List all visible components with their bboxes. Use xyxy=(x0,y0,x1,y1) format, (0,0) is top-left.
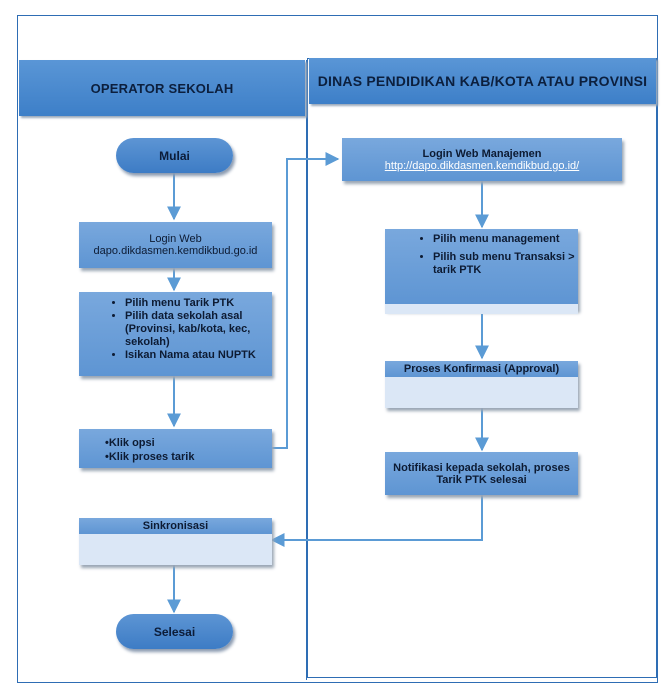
lane-title-dinas: DINAS PENDIDIKAN KAB/KOTA ATAU PROVINSI xyxy=(317,73,648,89)
sync-label: Sinkronisasi xyxy=(79,518,272,534)
notification-label: Notifikasi kepada sekolah, proses Tarik … xyxy=(393,461,570,486)
start-node: Mulai xyxy=(116,138,233,173)
arrow-click-to-manajemen xyxy=(272,152,340,449)
sync-box: Sinkronisasi xyxy=(79,518,272,565)
lane-header-dinas: DINAS PENDIDIKAN KAB/KOTA ATAU PROVINSI xyxy=(309,58,656,104)
menu-item: Pilih menu management xyxy=(433,233,578,246)
notification-box: Notifikasi kepada sekolah, proses Tarik … xyxy=(385,452,578,495)
login-web-title: Login Web xyxy=(149,233,202,245)
end-node: Selesai xyxy=(116,614,233,649)
menu-management-list: Pilih menu management Pilih sub menu Tra… xyxy=(385,233,578,277)
lane-header-operator: OPERATOR SEKOLAH xyxy=(19,60,305,116)
click-options-box: •Klik opsi •Klik proses tarik xyxy=(79,429,272,468)
arrow-notify-to-sync xyxy=(270,495,483,547)
confirmation-label: Proses Konfirmasi (Approval) xyxy=(385,361,578,377)
login-manajemen-box: Login Web Manajemen http://dapo.dikdasme… xyxy=(342,138,622,181)
confirmation-box: Proses Konfirmasi (Approval) xyxy=(385,361,578,408)
pick-item: Isikan Nama atau NUPTK xyxy=(125,349,272,362)
click-item-opsi: •Klik opsi xyxy=(105,437,155,449)
menu-item: Pilih sub menu Transaksi > tarik PTK xyxy=(433,251,578,277)
lane-operator-sekolah xyxy=(19,60,307,680)
click-item-tarik: •Klik proses tarik xyxy=(105,451,195,463)
login-web-box: Login Web dapo.dikdasmen.kemdikbud.go.id xyxy=(79,222,272,268)
pick-menu-list: Pilih menu Tarik PTK Pilih data sekolah … xyxy=(79,297,272,362)
lane-title-operator: OPERATOR SEKOLAH xyxy=(90,80,234,96)
pick-item: Pilih menu Tarik PTK xyxy=(125,297,272,310)
login-web-url: dapo.dikdasmen.kemdikbud.go.id xyxy=(93,245,258,257)
menu-management-box: Pilih menu management Pilih sub menu Tra… xyxy=(385,229,578,314)
pick-menu-box: Pilih menu Tarik PTK Pilih data sekolah … xyxy=(79,292,272,376)
end-label: Selesai xyxy=(153,624,196,639)
start-label: Mulai xyxy=(159,148,190,163)
pick-item: Pilih data sekolah asal (Provinsi, kab/k… xyxy=(125,310,272,349)
login-manajemen-link[interactable]: http://dapo.dikdasmen.kemdikbud.go.id/ xyxy=(384,159,580,172)
login-manajemen-title: Login Web Manajemen xyxy=(422,147,542,160)
